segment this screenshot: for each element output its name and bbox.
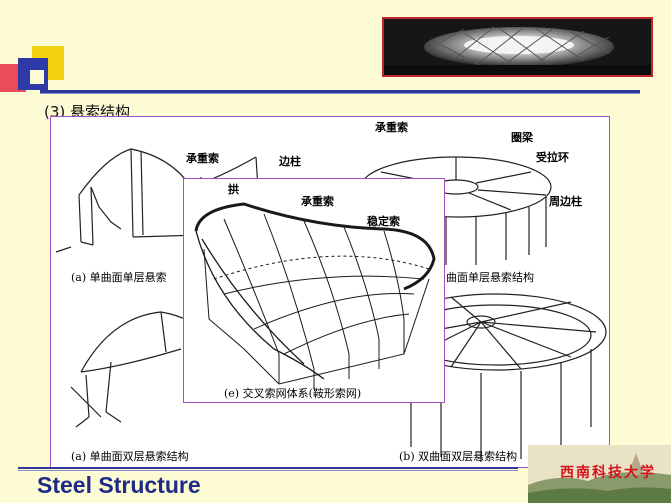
university-name: 西南科技大学 xyxy=(560,465,656,481)
label-top-left-cable: 承重索 xyxy=(186,151,219,165)
caption-top-right: 曲面单层悬索结构 xyxy=(446,270,534,284)
label-bearing-cable: 承重索 xyxy=(301,194,334,208)
label-arch: 拱 xyxy=(228,182,239,196)
caption-bottom-right: (b) 双曲面双层悬索结构 xyxy=(399,449,517,463)
label-top-right-tension-ring: 受拉环 xyxy=(536,150,569,164)
footer-divider xyxy=(18,467,518,469)
university-logo xyxy=(528,445,671,503)
label-top-left-column: 边柱 xyxy=(278,154,301,168)
caption-top-left: (a) 单曲面单层悬索 xyxy=(71,270,167,284)
decor-white-square xyxy=(30,70,44,84)
saddle-cable-net-drawing: 拱 承重索 稳定索 (e) 交叉索网体系(鞍形索网) xyxy=(194,182,436,400)
label-top-right-perimeter-column: 周边柱 xyxy=(549,194,582,208)
label-stabilizing-cable: 稳定索 xyxy=(367,214,400,228)
footer-title: Steel Structure xyxy=(37,472,201,498)
caption-overlay: (e) 交叉索网体系(鞍形索网) xyxy=(224,386,361,400)
stadium-photo xyxy=(382,17,653,77)
label-top-right-cable: 承重索 xyxy=(375,120,408,134)
overlay-figure-panel: 拱 承重索 稳定索 (e) 交叉索网体系(鞍形索网) xyxy=(183,178,445,403)
footer-divider-thin xyxy=(18,470,518,471)
caption-bottom-left: (a) 单曲面双层悬索结构 xyxy=(71,449,189,463)
header-divider-thin xyxy=(40,93,640,94)
figure-panel: 承重索 边柱 承重索 圈梁 受拉环 周边柱 (a) 单曲面单层悬索 曲面单层悬索… xyxy=(50,116,610,468)
label-top-right-ring-beam: 圈梁 xyxy=(511,130,534,144)
header-divider xyxy=(40,90,640,93)
